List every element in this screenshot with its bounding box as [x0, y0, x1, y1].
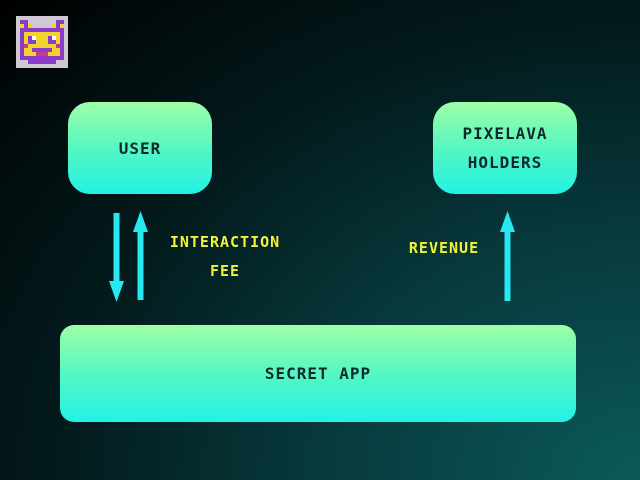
- revenue-label: REVENUE: [408, 239, 480, 257]
- secret-app-node-label: SECRET APP: [264, 364, 372, 383]
- holders-node-label-line2: HOLDERS: [467, 153, 543, 172]
- user-node-label: USER: [118, 138, 162, 158]
- arrow-user-to-app-down-icon: [109, 213, 124, 302]
- holders-node-label-line1: PIXELAVA: [462, 124, 548, 143]
- interaction-fee-label-line1: INTERACTION: [169, 233, 281, 251]
- interaction-fee-label-line2: FEE: [209, 262, 241, 280]
- secret-app-node: SECRET APP: [60, 325, 576, 422]
- holders-node: PIXELAVA HOLDERS: [433, 102, 577, 194]
- interaction-fee-label: INTERACTION FEE: [150, 228, 300, 286]
- pixel-cat-logo-icon: [16, 16, 68, 68]
- arrow-app-to-user-up-icon: [133, 211, 148, 300]
- arrow-app-to-holders-up-icon: [500, 211, 515, 301]
- user-node: USER: [68, 102, 212, 194]
